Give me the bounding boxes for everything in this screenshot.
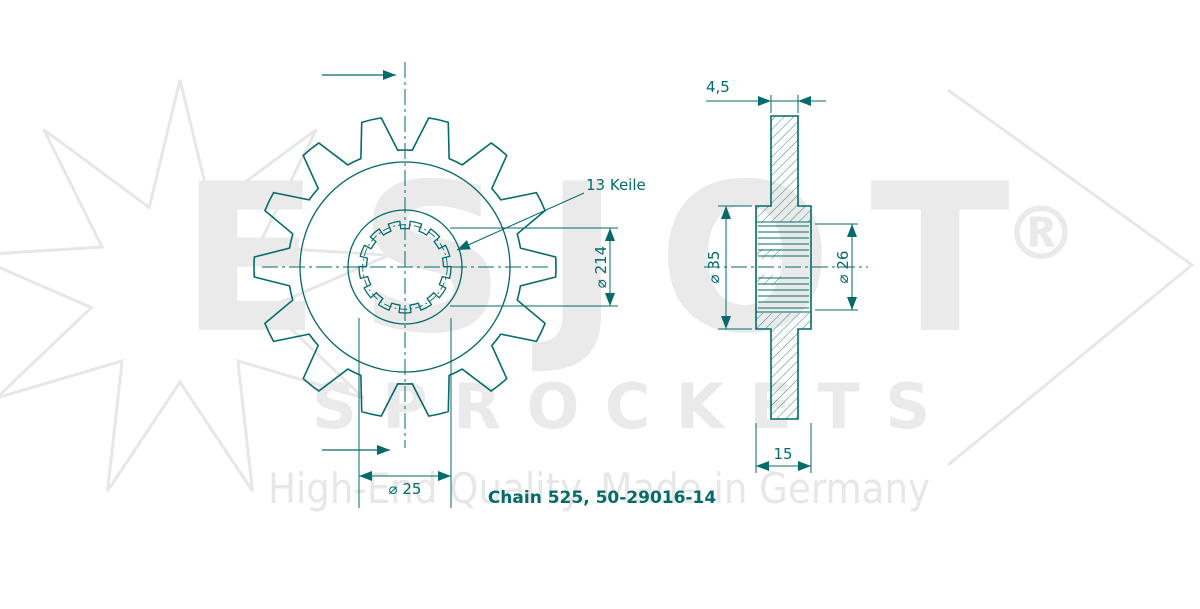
watermark-subtitle-text: SPROCKETS	[312, 370, 930, 443]
dimension-bore-diameter: ⌀ 214	[450, 227, 618, 307]
section-hatching	[756, 116, 811, 419]
shoulder-circle	[299, 161, 511, 373]
sprocket-teeth-outline	[253, 117, 557, 417]
spline-groove-lines	[758, 225, 809, 309]
spline-bore-profile	[358, 220, 452, 314]
dimension-hub-diameter: ⌀ 35	[705, 205, 752, 330]
part-title: Chain 525, 50-29016-14	[488, 488, 717, 508]
section-cut-arrows	[322, 70, 396, 455]
dim-35-label: ⌀ 35	[705, 251, 723, 284]
side-view-silhouette	[755, 115, 812, 420]
spline-note-callout: 13 Keile	[456, 176, 646, 251]
dim-25-label: ⌀ 25	[389, 480, 422, 498]
front-view	[253, 62, 557, 448]
dimension-spline-outer-diameter: ⌀ 25	[358, 318, 452, 508]
watermark-layer: ESJOT ® SPROCKETS High-End Quality. Made…	[0, 79, 1195, 513]
dim-214-label: ⌀ 214	[592, 246, 610, 288]
dim-45-label: 4,5	[706, 78, 730, 96]
dimension-plate-thickness: 4,5	[706, 78, 826, 113]
dimension-hub-length: 15	[755, 423, 812, 473]
dimension-counterbore-diameter: ⌀ 26	[815, 223, 858, 311]
side-view	[704, 115, 868, 420]
dim-15-label: 15	[773, 445, 792, 463]
dim-26-label: ⌀ 26	[834, 251, 852, 284]
spline-note-label: 13 Keile	[586, 176, 646, 194]
hub-boss-circle	[347, 209, 463, 325]
esjot-logo-star-watermark	[0, 79, 390, 493]
esjot-logo-triangle-watermark	[947, 88, 1195, 467]
registered-trademark-icon: ®	[1004, 191, 1078, 277]
watermark-brand-text: ESJOT	[180, 141, 1010, 379]
dimensions: ⌀ 25 ⌀ 214 13 Keile 4,5 ⌀ 35	[322, 70, 858, 508]
